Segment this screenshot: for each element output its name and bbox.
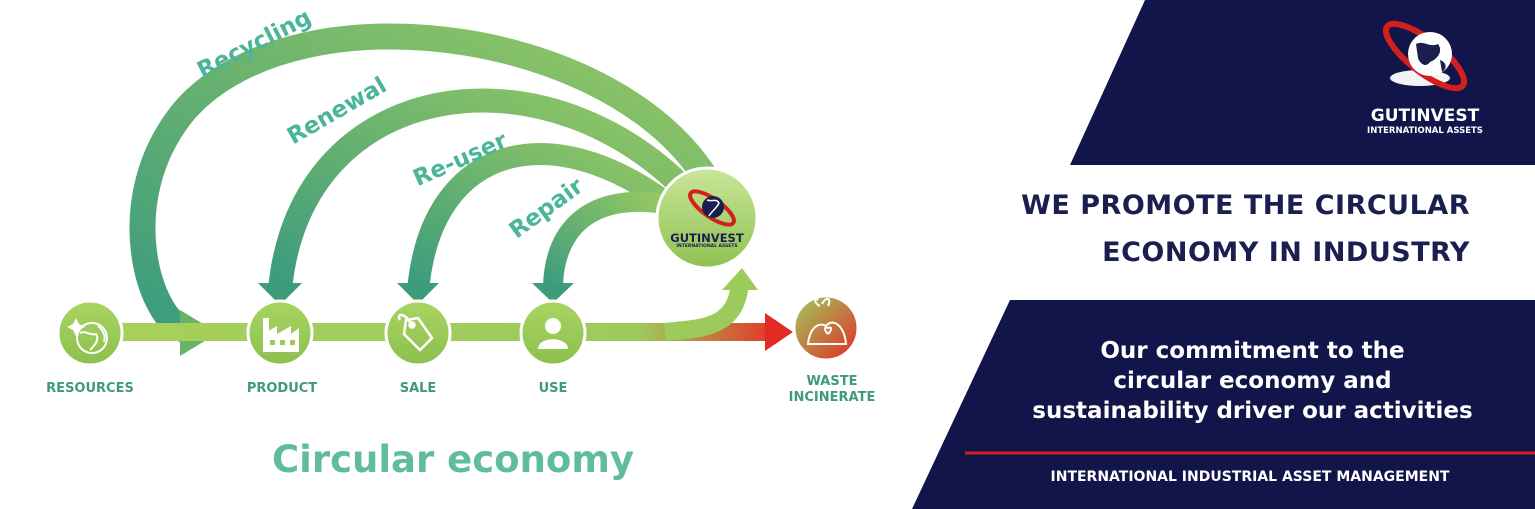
brand-name: GUTINVEST (1370, 106, 1480, 126)
commitment-text: Our commitment to the circular economy a… (1010, 336, 1495, 426)
stage-label-resources: RESOURCES (46, 381, 134, 396)
hub-brand-name: GUTINVEST (670, 231, 744, 245)
user-icon (538, 318, 568, 349)
flow-up-to-hub (663, 279, 749, 341)
commitment-line1: Our commitment to the (1100, 338, 1405, 364)
waste-pile-icon (806, 297, 848, 345)
headline-line1: WE PROMOTE THE CIRCULAR (1021, 190, 1470, 221)
commitment-line2: circular economy and (1113, 368, 1392, 394)
hub-circle (655, 166, 759, 270)
headline-line2: ECONOMY IN INDUSTRY (1102, 237, 1470, 268)
brand-globe-logo-icon (1382, 20, 1468, 92)
stage-circle-sale (384, 299, 452, 367)
arrowhead-reuser (397, 283, 439, 304)
price-tag-icon (397, 313, 434, 352)
hub-logo: GUTINVEST INTERNATIONAL ASSETS (657, 232, 757, 250)
loop-arc-reuser (407, 143, 696, 293)
stage-label-product: PRODUCT (246, 381, 318, 396)
navy-bottom-panel (912, 300, 1535, 509)
arrowhead-to-hub (722, 268, 758, 290)
arrowhead-to-waste (765, 313, 793, 351)
stage-label-waste: WASTE INCINERATE (772, 374, 892, 406)
arrowhead-repair (532, 283, 574, 303)
hub-brand-subtitle: INTERNATIONAL ASSETS (676, 244, 738, 249)
hub-globe-logo-icon (688, 189, 736, 227)
factory-icon (263, 318, 299, 352)
loop-arc-renewal (268, 88, 712, 292)
stage-label-sale: SALE (399, 381, 437, 396)
footer-tagline: INTERNATIONAL INDUSTRIAL ASSET MANAGEMEN… (1050, 469, 1450, 485)
commitment-line3: sustainability driver our activities (1032, 398, 1473, 424)
diagram-title: Circular economy (272, 438, 635, 481)
loop-arc-repair (542, 191, 672, 293)
brand-subtitle: INTERNATIONAL ASSETS (1367, 126, 1483, 136)
loop-arc-recycling (129, 23, 730, 343)
brand-block: GUTINVEST INTERNATIONAL ASSETS (1340, 106, 1510, 136)
stage-label-waste-line2: INCINERATE (788, 390, 876, 405)
stage-label-waste-line1: WASTE (806, 374, 858, 389)
arrowhead-renewal (258, 283, 302, 305)
stage-label-use: USE (538, 381, 568, 396)
globe-sparkle-icon (67, 318, 108, 354)
